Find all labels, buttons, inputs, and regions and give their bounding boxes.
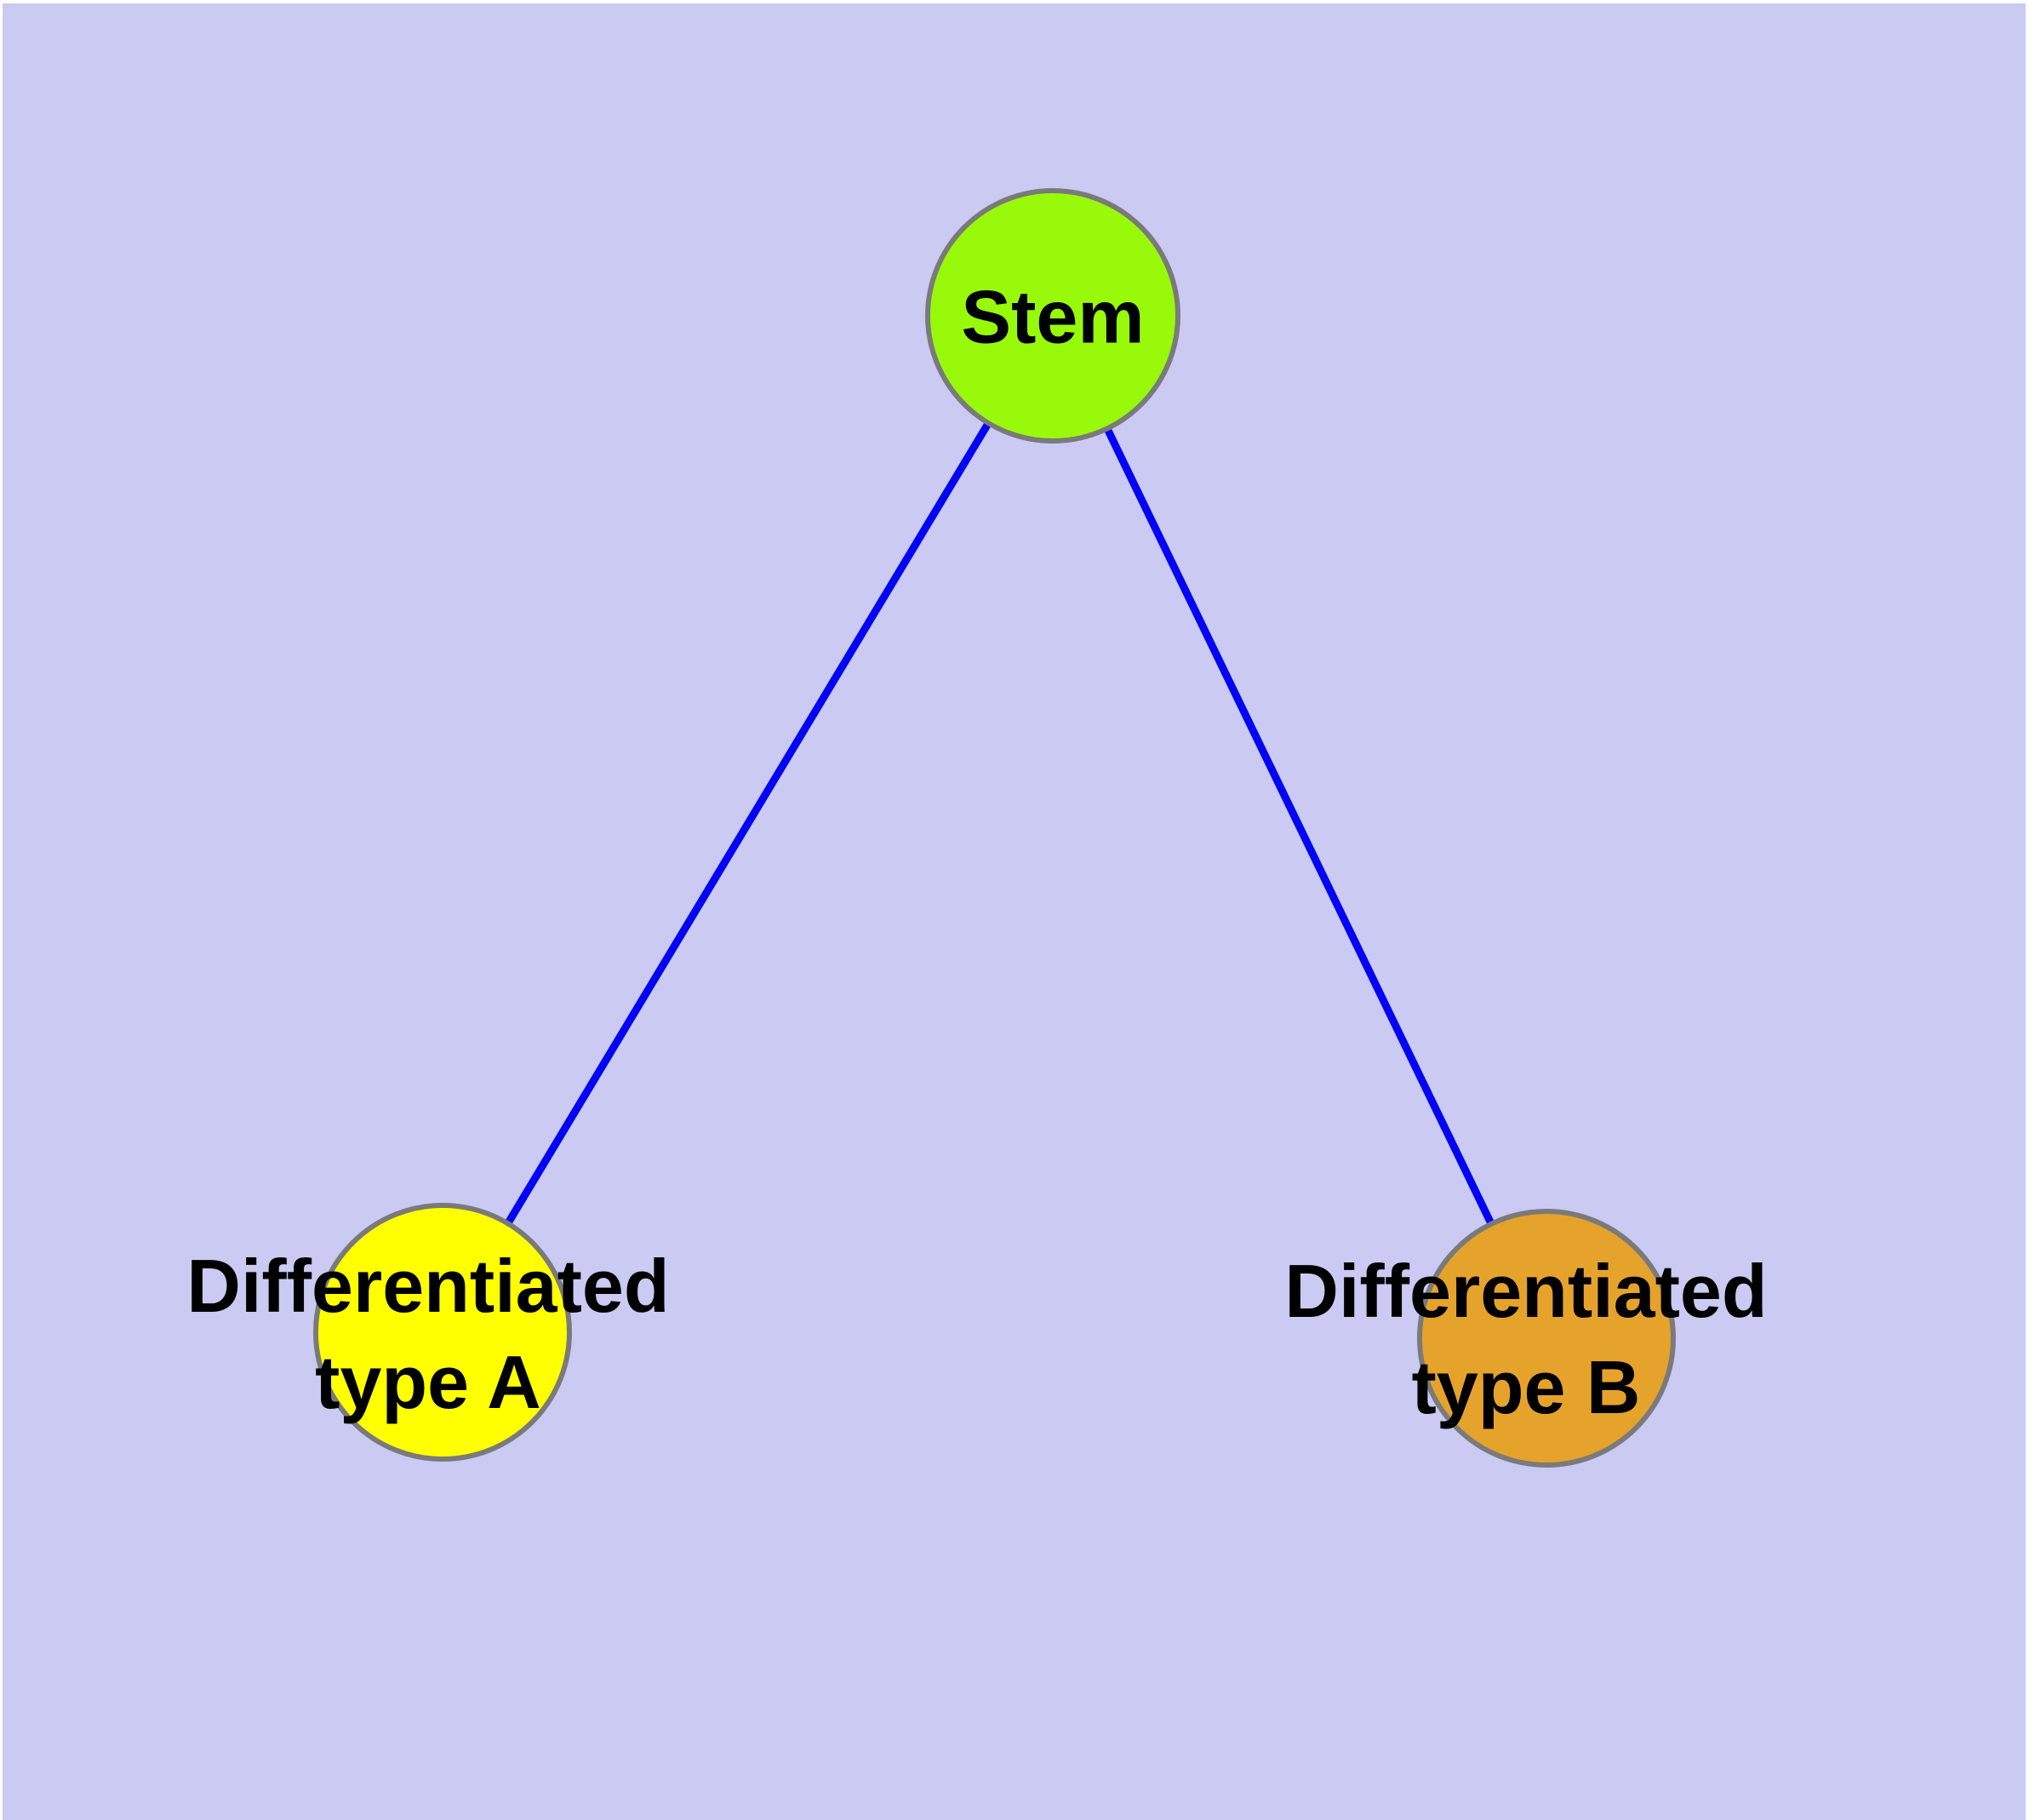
node-type-b-label: Differentiated type B	[1284, 1243, 1767, 1435]
image-frame-top	[0, 0, 2029, 3]
node-stem-label-text: Stem	[961, 274, 1145, 359]
node-type-a-label: Differentiated type A	[186, 1238, 669, 1430]
node-differentiated-type-a	[313, 1203, 572, 1462]
image-frame-right	[2026, 0, 2029, 1820]
edge-stem-to-type-a	[439, 313, 1056, 1335]
image-frame-left	[0, 0, 3, 1820]
node-differentiated-type-b	[1417, 1209, 1676, 1468]
node-stem-label: Stem	[961, 269, 1144, 365]
edge-stem-to-type-b	[1049, 314, 1551, 1340]
node-type-b-label-line-1: Differentiated	[1284, 1249, 1768, 1333]
node-type-a-label-line-1: Differentiated	[186, 1244, 670, 1328]
node-stem	[925, 188, 1180, 444]
node-type-a-label-line-2: type A	[315, 1340, 541, 1424]
node-type-b-label-line-2: type B	[1411, 1345, 1641, 1429]
